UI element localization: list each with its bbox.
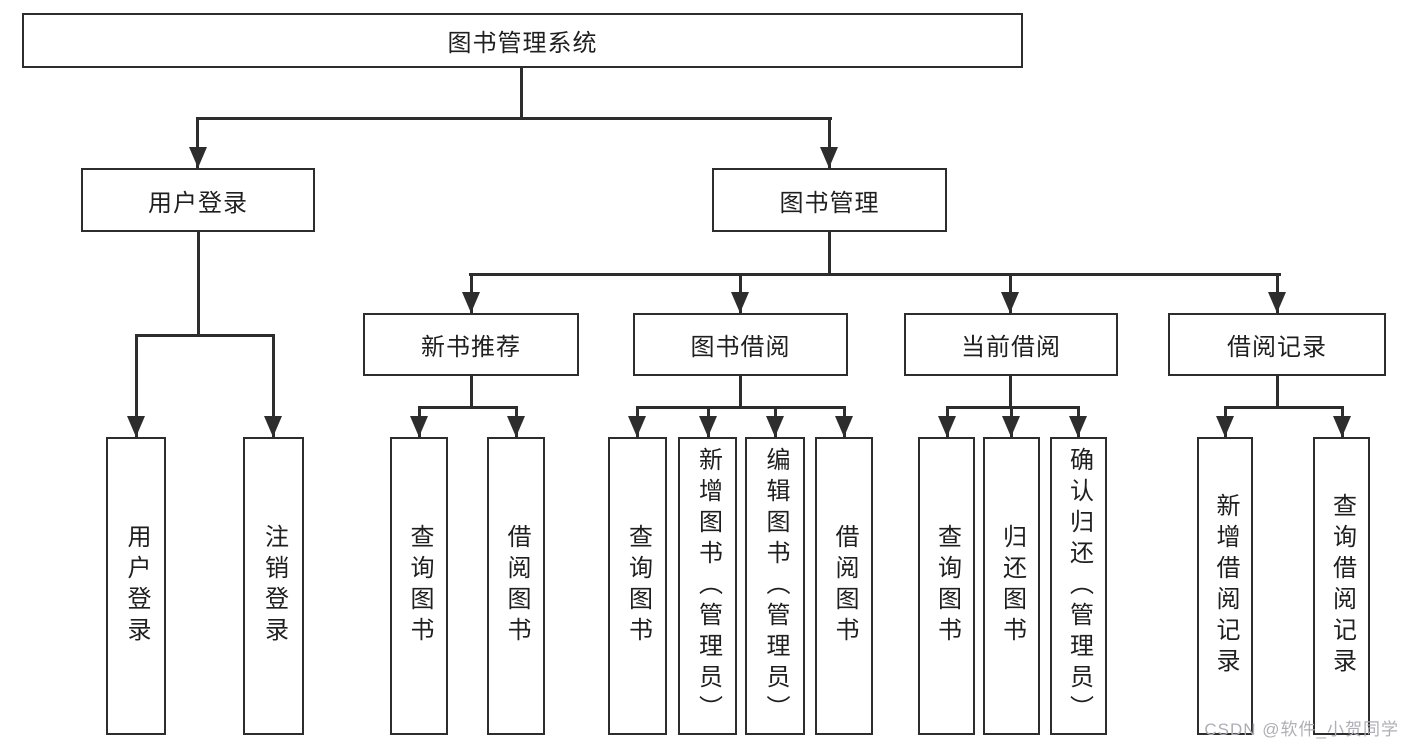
leaf-query-books-borrowing-label: 查询图书 [624, 524, 652, 648]
arrowhead-down-icon [264, 416, 282, 437]
connector-line [196, 117, 832, 120]
connector-line [135, 334, 275, 337]
leaf-query-borrow-record-label: 查询借阅记录 [1328, 493, 1356, 679]
node-borrowing-records-label: 借阅记录 [1227, 334, 1327, 361]
leaf-user-login: 用户登录 [106, 437, 166, 735]
arrowhead-down-icon [1268, 292, 1286, 313]
connector-line [520, 68, 523, 118]
node-book-borrowing-label: 图书借阅 [690, 334, 791, 361]
leaf-add-borrow-record-label: 新增借阅记录 [1212, 493, 1239, 679]
connector-line [469, 273, 1281, 276]
connector-line [135, 334, 138, 437]
leaf-add-book-admin-label: 新增图书（管理员） [694, 446, 722, 726]
leaf-add-borrow-record: 新增借阅记录 [1197, 437, 1253, 735]
connector-line [1276, 376, 1279, 409]
arrowhead-down-icon [938, 416, 956, 437]
node-book-borrowing: 图书借阅 [633, 313, 848, 376]
leaf-query-books-recommend-label: 查询图书 [406, 524, 433, 648]
arrowhead-down-icon [1001, 292, 1019, 313]
connector-line [272, 334, 275, 437]
connector-line [470, 376, 473, 409]
leaf-confirm-return-admin: 确认归还（管理员） [1050, 437, 1107, 735]
node-user-login-label: 用户登录 [148, 189, 248, 217]
node-root: 图书管理系统 [22, 13, 1023, 68]
arrowhead-down-icon [127, 416, 145, 437]
leaf-query-borrow-record: 查询借阅记录 [1313, 437, 1370, 735]
watermark: CSDN @软件_小贺同学 [1204, 720, 1399, 739]
leaf-query-books-current-label: 查询图书 [933, 524, 961, 648]
node-book-management: 图书管理 [712, 168, 947, 232]
leaf-confirm-return-admin-label: 确认归还（管理员） [1065, 446, 1093, 726]
leaf-return-book: 归还图书 [983, 437, 1040, 735]
leaf-logout-label: 注销登录 [260, 524, 288, 648]
leaf-query-books-recommend: 查询图书 [390, 437, 448, 735]
node-current-borrowing-label: 当前借阅 [961, 334, 1061, 361]
arrowhead-down-icon [1002, 416, 1020, 437]
leaf-add-book-admin: 新增图书（管理员） [678, 437, 737, 735]
arrowhead-down-icon [462, 292, 480, 313]
leaf-return-book-label: 归还图书 [998, 524, 1026, 648]
connector-line [1009, 376, 1012, 409]
arrowhead-down-icon [1069, 416, 1087, 437]
arrowhead-down-icon [410, 416, 428, 437]
leaf-edit-book-admin-label: 编辑图书（管理员） [762, 446, 789, 726]
arrowhead-down-icon [820, 147, 838, 168]
connector-line [1224, 406, 1343, 409]
arrowhead-down-icon [189, 147, 207, 168]
arrowhead-down-icon [766, 416, 784, 437]
leaf-edit-book-admin: 编辑图书（管理员） [745, 437, 805, 735]
arrowhead-down-icon [1216, 416, 1234, 437]
leaf-borrow-books-borrowing-label: 借阅图书 [831, 524, 858, 648]
connector-line [418, 406, 518, 409]
arrowhead-down-icon [835, 416, 853, 437]
connector-line [828, 232, 831, 276]
leaf-logout: 注销登录 [243, 437, 304, 735]
node-new-book-recommend-label: 新书推荐 [421, 334, 521, 361]
leaf-borrow-books-recommend-label: 借阅图书 [503, 524, 530, 648]
connector-line [196, 117, 199, 168]
node-new-book-recommend: 新书推荐 [363, 313, 579, 376]
arrowhead-down-icon [628, 416, 646, 437]
connector-line [636, 406, 845, 409]
leaf-query-books-current: 查询图书 [918, 437, 975, 735]
node-root-label: 图书管理系统 [447, 30, 598, 57]
leaf-borrow-books-borrowing: 借阅图书 [815, 437, 873, 735]
node-borrowing-records: 借阅记录 [1168, 313, 1386, 376]
node-current-borrowing: 当前借阅 [904, 313, 1118, 376]
leaf-user-login-label: 用户登录 [123, 524, 150, 648]
connector-line [828, 117, 831, 168]
node-book-management-label: 图书管理 [779, 189, 880, 217]
connector-line [739, 376, 742, 409]
connector-line [197, 232, 200, 337]
node-user-login: 用户登录 [81, 168, 315, 232]
arrowhead-down-icon [731, 292, 749, 313]
leaf-query-books-borrowing: 查询图书 [608, 437, 667, 735]
arrowhead-down-icon [507, 416, 525, 437]
arrowhead-down-icon [1333, 416, 1351, 437]
arrowhead-down-icon [699, 416, 717, 437]
leaf-borrow-books-recommend: 借阅图书 [487, 437, 545, 735]
